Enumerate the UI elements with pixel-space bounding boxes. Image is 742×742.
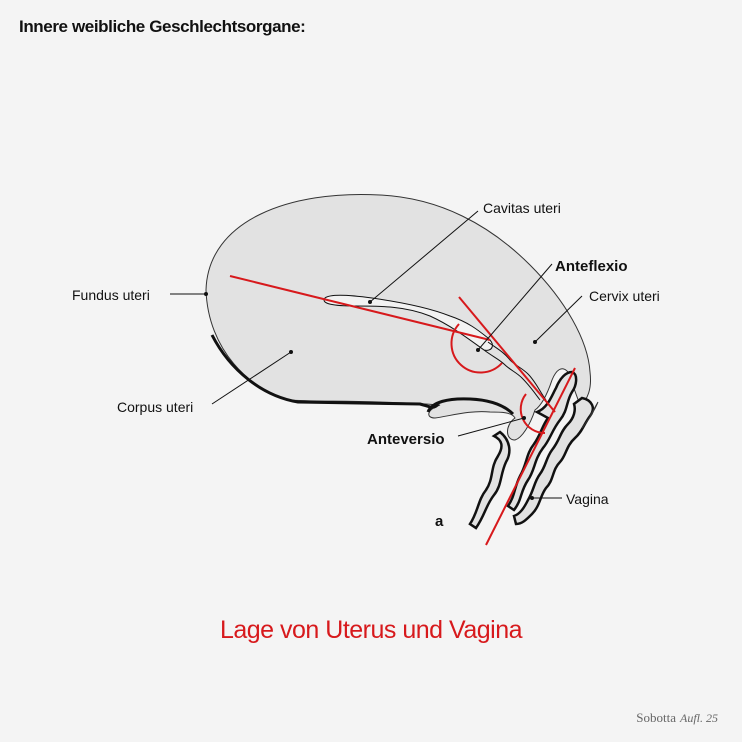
anteflexio-angle-arc — [450, 323, 503, 374]
cervical-canal-inner — [487, 341, 547, 401]
panel-letter: a — [435, 513, 444, 530]
uterine-cavity-shape — [323, 294, 493, 351]
credit-source: Sobotta — [636, 710, 676, 725]
vagina-axis-line — [485, 367, 576, 546]
leader-anteversio — [457, 417, 525, 437]
label-anteversio: Anteversio — [367, 431, 445, 448]
figure-caption: Lage von Uterus und Vagina — [219, 616, 523, 644]
cervix-axis-line — [458, 296, 556, 413]
dot-fundus-uteri — [204, 292, 208, 296]
leader-anteflexio — [477, 263, 553, 351]
isthmus-fold-outline — [426, 397, 515, 416]
label-corpus-uteri: Corpus uteri — [117, 399, 193, 415]
dot-vagina — [530, 496, 534, 500]
credit-edition: Aufl. 25 — [680, 711, 718, 725]
label-vagina: Vagina — [566, 491, 609, 507]
leader-cavitas-uteri — [369, 210, 479, 303]
leader-corpus-uteri — [211, 351, 292, 405]
cervical-canal — [483, 349, 541, 401]
dot-corpus-uteri — [289, 350, 293, 354]
source-credit: Sobotta Aufl. 25 — [636, 710, 718, 726]
uterus-body-axis-line — [229, 275, 491, 341]
dot-anteversio — [522, 416, 526, 420]
vaginal-posterior-wall — [512, 396, 594, 526]
dot-cervix-uteri — [533, 340, 537, 344]
vaginal-anterior-wall — [468, 430, 511, 530]
leader-cervix-uteri — [534, 295, 583, 343]
vaginal-canal-anterior — [506, 370, 578, 512]
label-cavitas-uteri: Cavitas uteri — [483, 200, 561, 216]
dot-anteflexio — [476, 348, 480, 352]
label-anteflexio: Anteflexio — [555, 258, 628, 275]
vaginal-outer-thin-wall — [581, 401, 599, 429]
label-fundus-uteri: Fundus uteri — [72, 287, 150, 303]
dot-cavitas-uteri — [368, 300, 372, 304]
page-title: Innere weibliche Geschlechtsorgane: — [19, 17, 306, 36]
label-cervix-uteri: Cervix uteri — [589, 288, 660, 304]
